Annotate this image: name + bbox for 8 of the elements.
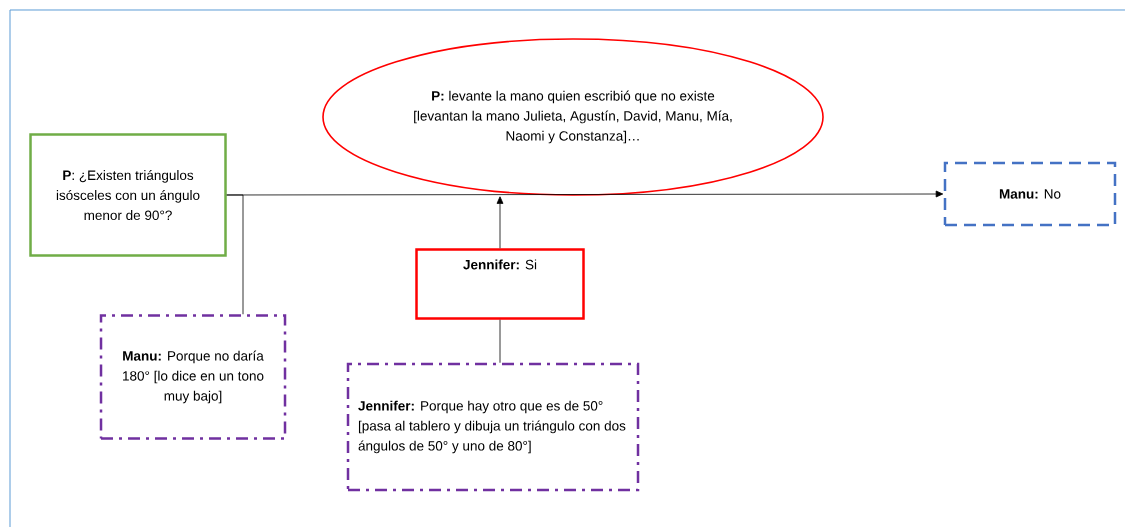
reason-box: Jennifer: Porque hay otro que es de 50° [pasa al tablero y dibuja un triángulo con dos ángulos de 50° y uno de 80°] xyxy=(346,362,640,492)
reason-box: Manu: Porque no daría 180° [lo dice en un tono muy bajo] xyxy=(99,314,287,440)
question-box: P: ¿Existen triángulos isósceles con un ángulo menor de 90°? xyxy=(29,133,227,257)
connector xyxy=(499,319,501,364)
answer-box: Manu: No xyxy=(943,161,1117,227)
connector xyxy=(226,194,244,315)
answer-box: Jennifer: Si xyxy=(415,248,585,320)
connector xyxy=(496,196,504,249)
